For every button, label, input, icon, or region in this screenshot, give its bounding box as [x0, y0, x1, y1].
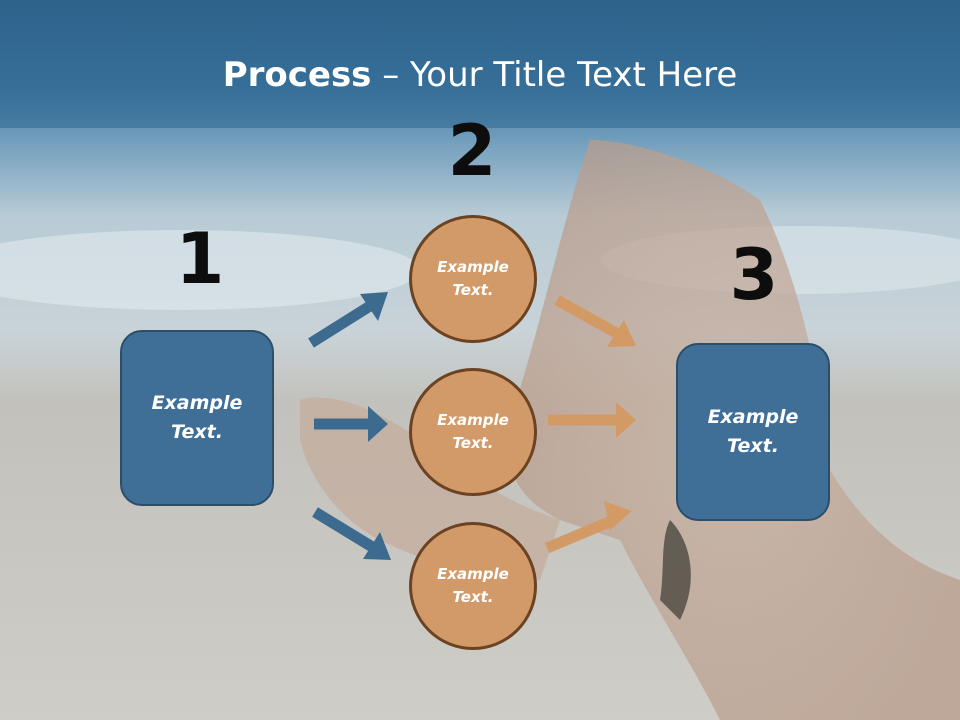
page-title: Process – Your Title Text Here: [0, 52, 960, 98]
circle-text: Example Text.: [437, 411, 509, 452]
step-number-1: 1: [175, 218, 225, 300]
arrow-right-icon: [312, 507, 391, 560]
step-3-box: Example Text.: [676, 343, 830, 521]
step-1-text: Example Text.: [151, 392, 243, 443]
step-number-3: 3: [729, 234, 779, 316]
step-2-circle-bottom: Example Text.: [409, 522, 537, 650]
circle-text: Example Text.: [437, 258, 509, 299]
title-rest: – Your Title Text Here: [371, 55, 738, 95]
title-bold: Process: [222, 55, 372, 95]
step-2-circle-top: Example Text.: [409, 215, 537, 343]
circle-text: Example Text.: [437, 565, 509, 606]
arrow-right-icon: [314, 406, 388, 442]
step-1-box: Example Text.: [120, 330, 274, 506]
arrow-right-icon: [544, 501, 632, 554]
step-number-2: 2: [447, 110, 497, 192]
step-2-circle-middle: Example Text.: [409, 368, 537, 496]
arrow-right-icon: [554, 295, 636, 347]
arrow-right-icon: [308, 292, 388, 348]
arrow-right-icon: [548, 402, 636, 438]
step-3-text: Example Text.: [707, 406, 799, 457]
